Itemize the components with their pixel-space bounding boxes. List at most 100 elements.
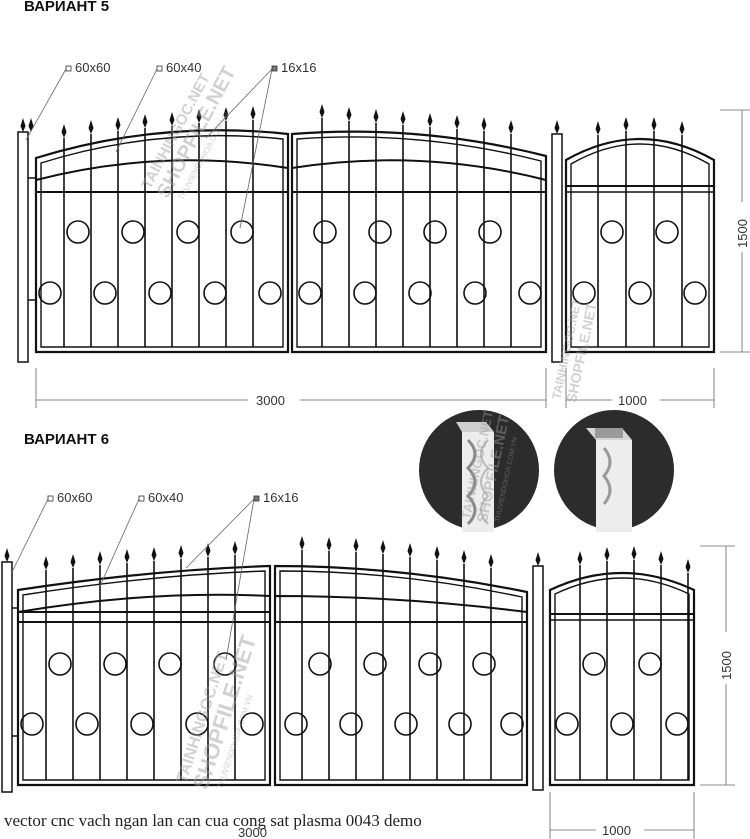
variant6-spec-marker-60x60 (47, 495, 54, 502)
picket-spike (651, 117, 657, 131)
variant5-middle-post (551, 133, 563, 363)
profile-renderings (419, 410, 674, 532)
variant6-spec-60x60: 60x60 (57, 490, 92, 505)
picket-spike (196, 109, 202, 123)
ring-ornament (555, 712, 579, 736)
ring-ornament (313, 220, 337, 244)
ring-ornament (394, 712, 418, 736)
variant6-wicket-gate (548, 572, 696, 787)
ring-ornament (20, 712, 44, 736)
ring-ornament (148, 281, 172, 305)
variant5-height: 1500 (735, 219, 750, 248)
ring-ornament (284, 712, 308, 736)
ring-ornament (38, 281, 62, 305)
variant5-ring-ornaments (38, 220, 707, 305)
picket-spike (115, 117, 121, 131)
ring-ornament (176, 220, 200, 244)
variant5-width-gate: 1000 (618, 393, 647, 408)
watermark-group-lower: TAINHINGOC.NET SHOPFILE.NET THUVIENDOHOA… (174, 632, 262, 793)
ring-ornament (158, 652, 182, 676)
ring-ornament (258, 281, 282, 305)
picket-spike (434, 546, 440, 560)
picket-spike (481, 117, 487, 131)
variant6-spec-16x16: 16x16 (263, 490, 298, 505)
ring-ornament (423, 220, 447, 244)
ring-ornament (408, 281, 432, 305)
variant5-left-post (17, 131, 29, 363)
ring-ornament (308, 652, 332, 676)
variant6-height: 1500 (719, 651, 734, 680)
ring-ornament (185, 712, 209, 736)
variant6-title: ВАРИАНТ 6 (24, 431, 109, 448)
picket-spike (319, 104, 325, 118)
picket-spike (508, 120, 514, 134)
variant5-right-leaf (290, 130, 548, 354)
picket-spike (4, 548, 10, 562)
variant5-spec-marker-60x40 (156, 65, 163, 72)
variant6-right-leaf (273, 564, 529, 787)
ring-ornament (240, 712, 264, 736)
variant5-wicket-gate (564, 138, 716, 354)
variant5-pickets (20, 104, 685, 347)
ring-ornament (353, 281, 377, 305)
picket-spike (554, 120, 560, 134)
ring-ornament (203, 281, 227, 305)
variant6-ring-ornaments (20, 652, 689, 736)
image-caption: vector cnc vach ngan lan can cua cong sa… (4, 811, 422, 830)
variant5-spec-marker-16x16 (271, 65, 278, 72)
variant5-spec-16x16: 16x16 (281, 60, 316, 75)
picket-spike (97, 551, 103, 565)
variant5-spec-60x60: 60x60 (75, 60, 110, 75)
ring-ornament (121, 220, 145, 244)
picket-spike (43, 556, 49, 570)
variant6-spec-marker-16x16 (253, 495, 260, 502)
picket-spike (223, 107, 229, 121)
ring-ornament (683, 281, 707, 305)
watermark-group-right: TAINHINGOC.NET SHOPFILE.NET (549, 297, 600, 404)
ring-ornament (655, 220, 679, 244)
ring-ornament (610, 712, 634, 736)
ring-ornament (339, 712, 363, 736)
ring-ornament (298, 281, 322, 305)
picket-spike (353, 538, 359, 552)
variant5-gate-drawing: 60x60 60x40 16x16 3000 1000 1500 (17, 60, 750, 408)
ring-ornament (230, 220, 254, 244)
picket-spike (326, 537, 332, 551)
picket-spike (679, 121, 685, 135)
picket-spike (169, 112, 175, 126)
ring-ornament (363, 652, 387, 676)
variant5-leader-lines (25, 68, 273, 229)
picket-spike (232, 541, 238, 555)
ring-ornament (103, 652, 127, 676)
picket-spike (88, 120, 94, 134)
variant6-pickets (4, 536, 691, 780)
variant6-leader-lines (11, 498, 255, 661)
ring-ornament (368, 220, 392, 244)
ring-ornament (628, 281, 652, 305)
ring-ornament (518, 281, 542, 305)
ring-ornament (448, 712, 472, 736)
picket-spike (604, 547, 610, 561)
picket-spike (346, 107, 352, 121)
variant5-spec-marker-60x60 (65, 65, 72, 72)
picket-spike (178, 545, 184, 559)
picket-spike (685, 559, 691, 573)
picket-spike (407, 543, 413, 557)
picket-spike (299, 536, 305, 550)
ring-ornament (600, 220, 624, 244)
picket-spike (124, 549, 130, 563)
ring-ornament (48, 652, 72, 676)
ring-ornament (75, 712, 99, 736)
variant5-dimensions (35, 109, 750, 408)
variant6-width-gate: 1000 (602, 823, 631, 838)
picket-spike (151, 547, 157, 561)
ring-ornament (500, 712, 524, 736)
ring-ornament (93, 281, 117, 305)
picket-spike (427, 113, 433, 127)
twisted-bar-profile (419, 410, 539, 532)
picket-spike (595, 121, 601, 135)
variant6-spec-marker-60x40 (138, 495, 145, 502)
ring-ornament (213, 652, 237, 676)
ring-ornament (572, 281, 596, 305)
